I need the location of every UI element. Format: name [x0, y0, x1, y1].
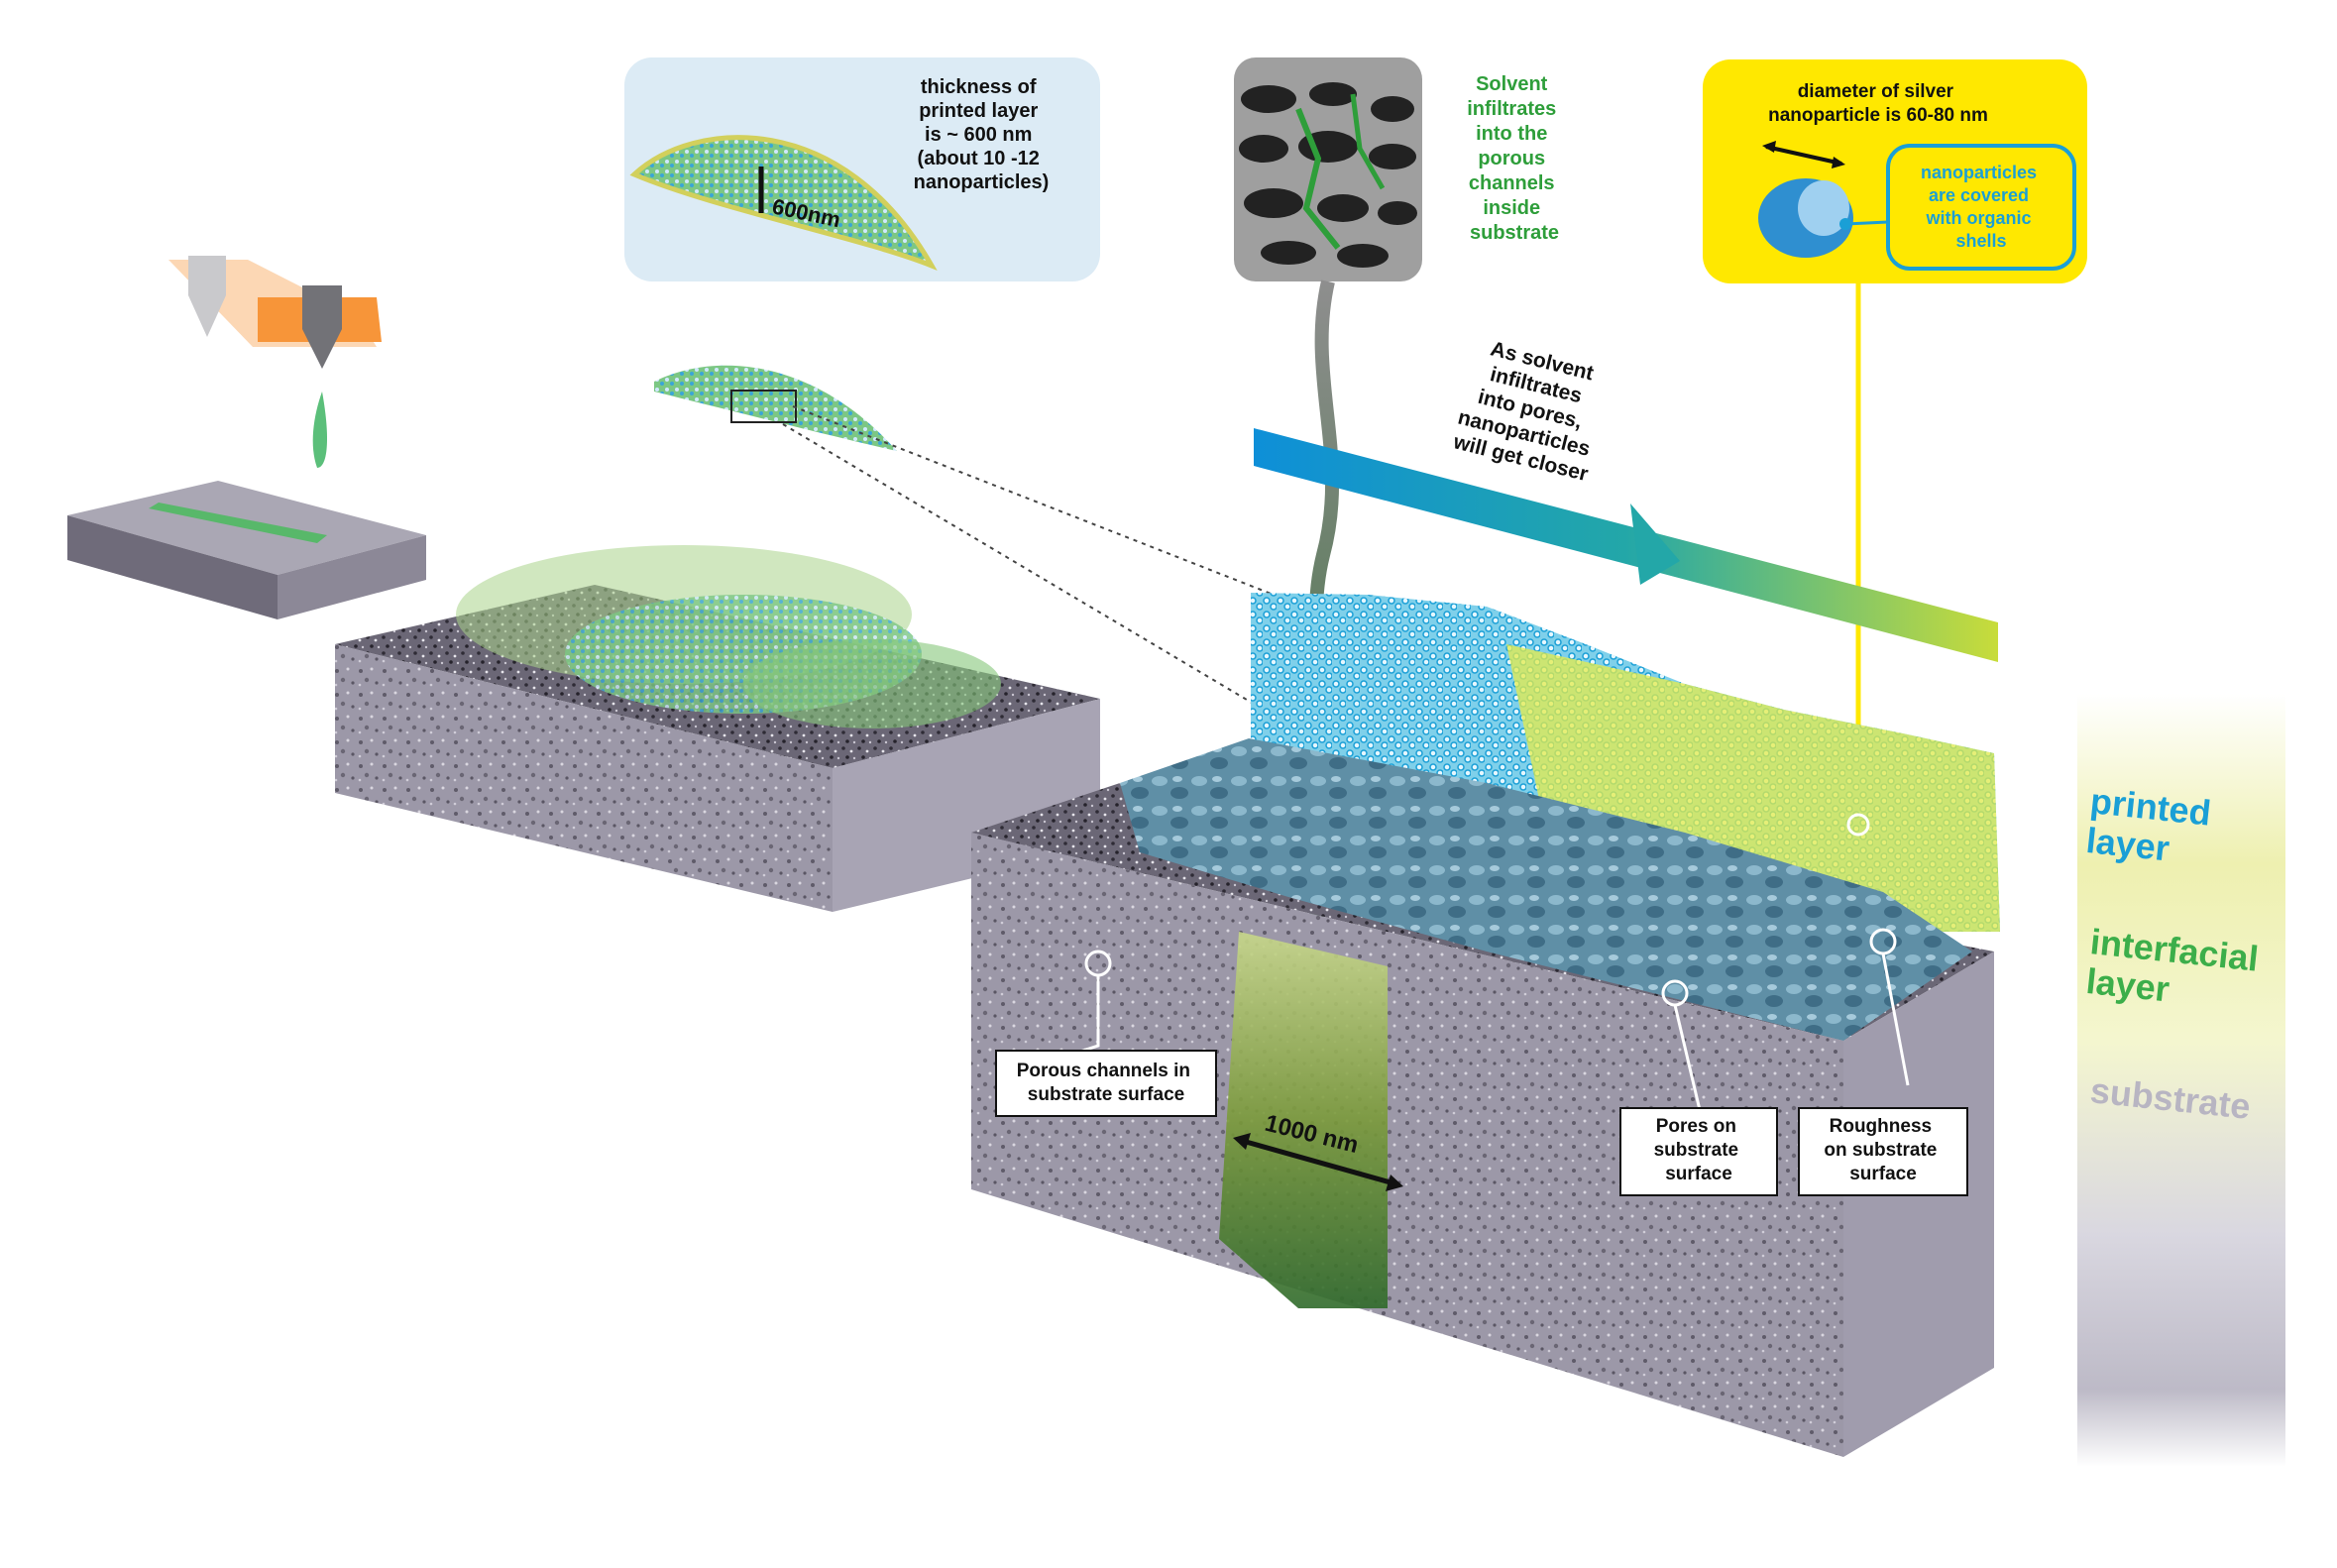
thickness-line-3: is ~ 600 nm — [925, 124, 1032, 146]
label-porous-channels: Porous channels in substrate surface — [995, 1050, 1217, 1117]
silver-shell-line-3: with organic — [1925, 208, 2031, 228]
thickness-line-4: (about 10 -12 — [918, 148, 1040, 169]
porous-micrograph — [1234, 57, 1422, 281]
pores-label-line-3: surface — [1665, 1164, 1732, 1184]
pores-label-line-2: substrate — [1654, 1140, 1739, 1161]
label-roughness: Roughness on substrate surface — [1798, 1107, 1968, 1196]
silver-shell-text: nanoparticles are covered with organic s… — [1921, 163, 2042, 251]
svg-text:Pores on substrate: Pores on substrate surface — [1654, 1116, 1744, 1184]
thickness-line-1: thickness of — [921, 76, 1037, 98]
porous-label-line-2: substrate surface — [1028, 1084, 1184, 1105]
thickness-line-5: nanoparticles) — [914, 171, 1050, 193]
substrate-slab-small — [67, 481, 426, 619]
roughness-label-line-2: on substrate — [1824, 1140, 1937, 1161]
thickness-line-2: printed layer — [919, 100, 1038, 122]
thickness-callout-text: thickness of printed layer is ~ 600 nm (… — [914, 76, 1050, 193]
zoom-line-top — [792, 405, 1275, 596]
legend-printed: printed layer — [2084, 780, 2223, 873]
silver-shell-line-2: are covered — [1929, 185, 2029, 205]
solvent-callout-text: Solvent infiltrates into the porous chan… — [1467, 73, 1562, 244]
zoom-line-bottom — [782, 423, 1280, 720]
legend-interfacial-line-2: layer — [2084, 960, 2171, 1010]
silver-title: diameter of silver nanoparticle is 60-80… — [1768, 81, 1988, 126]
svg-text:Roughness on substrate: Roughness on substrate surface — [1824, 1116, 1942, 1184]
solvent-line-4: porous — [1478, 148, 1545, 169]
roughness-label-line-1: Roughness — [1830, 1116, 1932, 1137]
label-pores: Pores on substrate surface — [1619, 1107, 1778, 1196]
silver-shell-line-4: shells — [1955, 231, 2006, 251]
arrow-text: As solvent infiltrates into pores, nanop… — [1450, 334, 1616, 487]
cross-section-block — [971, 593, 2000, 1457]
solvent-line-7: substrate — [1470, 222, 1559, 244]
silver-title-line-2: nanoparticle is 60-80 nm — [1768, 105, 1988, 126]
pores-label-line-1: Pores on — [1656, 1116, 1736, 1137]
solvent-line-3: into the — [1476, 123, 1547, 145]
silver-title-line-1: diameter of silver — [1798, 81, 1954, 102]
solvent-line-5: channels — [1469, 172, 1555, 194]
roughness-label-line-3: surface — [1849, 1164, 1917, 1184]
thickness-callout: 600nm thickness of printed layer is ~ 60… — [624, 57, 1100, 281]
printer-head-icon — [168, 256, 382, 468]
solvent-line-6: inside — [1483, 197, 1540, 219]
droplet-closeup — [654, 365, 897, 451]
svg-text:Porous channels in subst: Porous channels in substrate surface — [1017, 1061, 1196, 1105]
solvent-line-2: infiltrates — [1467, 98, 1556, 120]
substrate-slab-medium — [335, 545, 1100, 912]
legend-printed-line-2: layer — [2084, 820, 2171, 869]
infiltration-arrow — [1254, 428, 1998, 662]
silver-callout: diameter of silver nanoparticle is 60-80… — [1703, 59, 2087, 283]
solvent-line-1: Solvent — [1476, 73, 1548, 95]
porous-label-line-1: Porous channels in — [1017, 1061, 1190, 1081]
silver-shell-line-1: nanoparticles — [1921, 163, 2037, 182]
legend-gradient-bar — [2077, 694, 2285, 1467]
